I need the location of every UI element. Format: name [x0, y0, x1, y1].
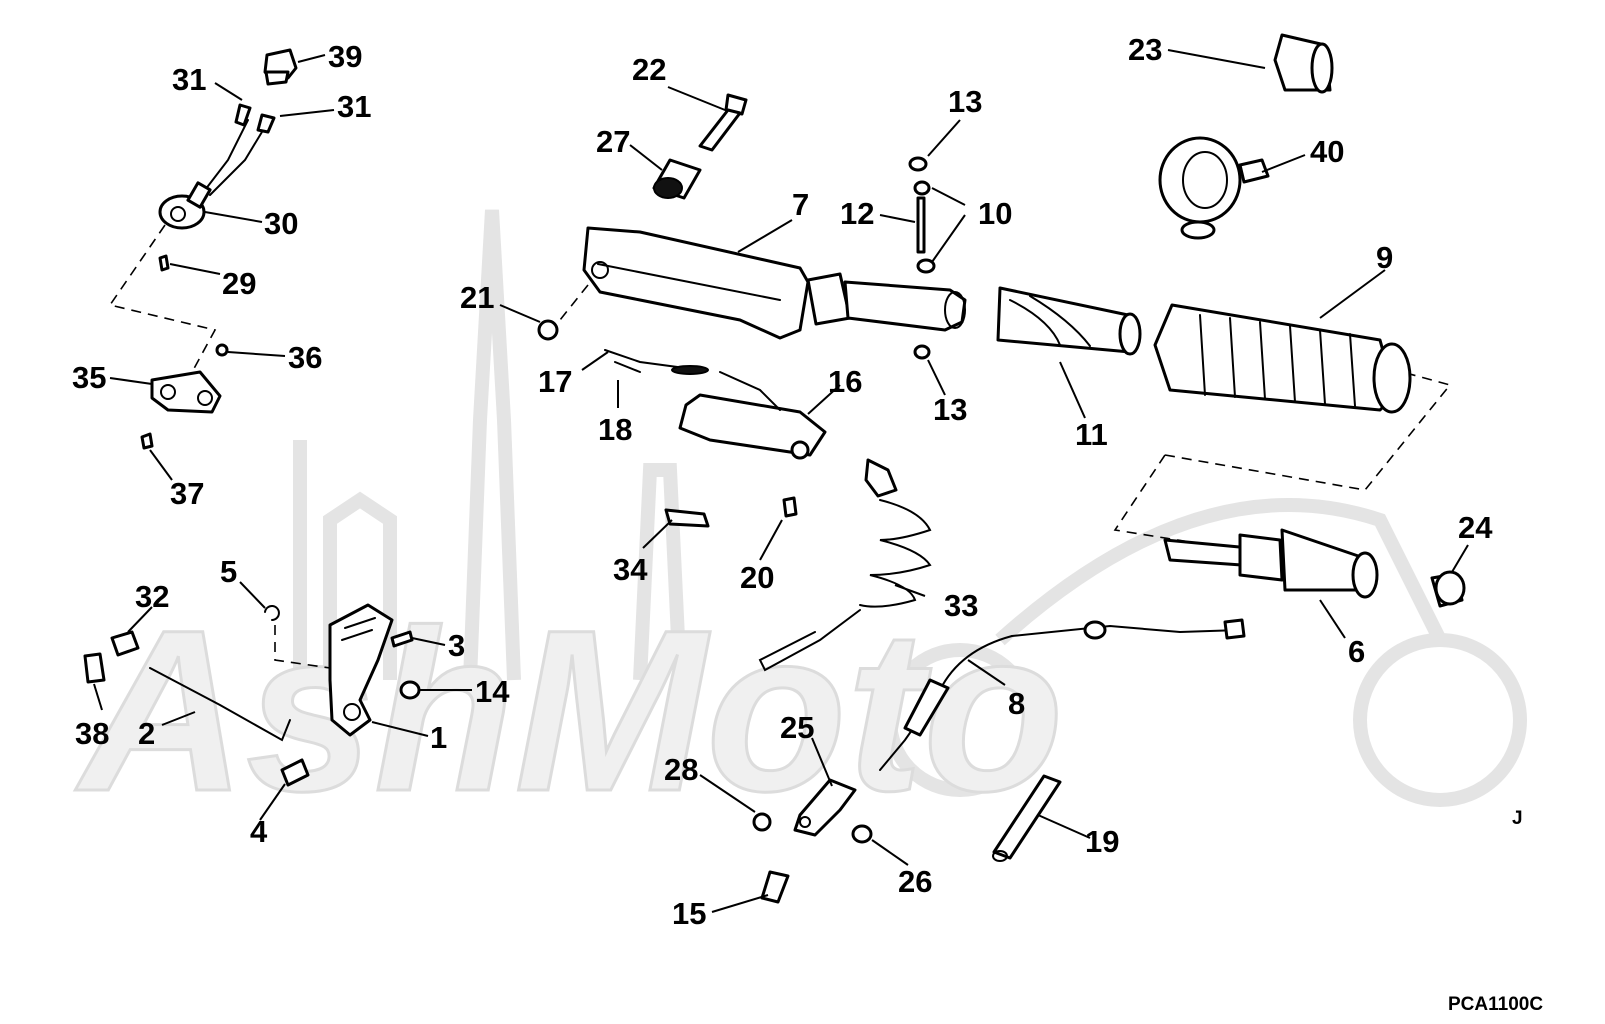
- callout-34: 34: [613, 552, 648, 587]
- callout-13-bottom: 13: [933, 392, 967, 427]
- callout-23: 23: [1128, 32, 1162, 67]
- callout-35: 35: [72, 360, 106, 395]
- part-15-pin: [760, 870, 790, 904]
- part-21-nut: [537, 319, 559, 341]
- callout-29: 29: [222, 266, 256, 301]
- callout-12: 12: [840, 196, 874, 231]
- callout-6: 6: [1348, 634, 1365, 669]
- part-36-nut: [215, 343, 229, 357]
- callout-7: 7: [792, 187, 809, 222]
- callout-21: 21: [460, 280, 494, 315]
- callout-33: 33: [944, 588, 978, 623]
- part-3-pin: [390, 630, 414, 648]
- part-11-throttle-sleeve: [996, 286, 1142, 356]
- part-20-screw: [782, 496, 798, 518]
- part-22-bolt: [698, 93, 748, 152]
- part-34-clip: [664, 508, 710, 528]
- part-12-pin: [916, 196, 926, 254]
- drawing-code: PCA1100C: [1448, 994, 1543, 1015]
- callout-27: 27: [596, 124, 630, 159]
- callout-18: 18: [598, 412, 632, 447]
- callout-11: 11: [1075, 417, 1108, 452]
- part-28-washer: [752, 812, 772, 832]
- callout-9: 9: [1376, 240, 1393, 275]
- part-10-bushing-bottom: [916, 258, 936, 274]
- callout-28: 28: [664, 752, 698, 787]
- part-30-wire-connector: [158, 103, 276, 230]
- part-19-tube: [992, 774, 1062, 862]
- callout-25: 25: [780, 710, 814, 745]
- part-14-washer: [399, 680, 421, 700]
- callout-38: 38: [75, 716, 109, 751]
- callout-20: 20: [740, 560, 774, 595]
- part-27-spacer: [652, 158, 702, 200]
- part-29-screw: [158, 254, 170, 272]
- callout-8: 8: [1008, 686, 1025, 721]
- part-13-cap-bottom: [913, 344, 931, 360]
- callout-22: 22: [632, 52, 666, 87]
- callout-5: 5: [220, 554, 237, 589]
- watermark-text: AshMoto: [75, 582, 1064, 839]
- part-40-throttle-collar: [1158, 136, 1270, 240]
- callout-4: 4: [250, 814, 268, 849]
- callout-15: 15: [672, 896, 706, 931]
- callout-1: 1: [430, 720, 447, 755]
- callout-2: 2: [138, 716, 155, 751]
- part-8-throttle-cable: [879, 618, 1246, 771]
- callout-17: 17: [538, 364, 572, 399]
- part-2-rod: [149, 667, 291, 742]
- callout-16: 16: [828, 364, 862, 399]
- callout-32: 32: [135, 579, 169, 614]
- part-23-friction-knob: [1273, 33, 1334, 94]
- leader-lines: [93, 49, 1469, 913]
- callout-36: 36: [288, 340, 322, 375]
- part-4-fitting: [280, 758, 310, 787]
- callout-19: 19: [1085, 824, 1119, 859]
- callout-40: 40: [1310, 134, 1344, 169]
- callout-10: 10: [978, 196, 1012, 231]
- part-37-screw: [140, 432, 154, 450]
- callout-14: 14: [475, 674, 510, 709]
- callout-24: 24: [1458, 510, 1493, 545]
- callout-26: 26: [898, 864, 932, 899]
- part-33-coiled-lanyard: [758, 458, 932, 672]
- part-10-bushing-top: [913, 180, 931, 196]
- callout-3: 3: [448, 628, 465, 663]
- part-9-grip: [1153, 303, 1412, 414]
- part-5-clip: [264, 605, 280, 621]
- part-35-bracket: [150, 370, 222, 414]
- part-1-lever-housing: [328, 603, 394, 737]
- part-13-cap-top: [908, 156, 928, 172]
- part-6-throttle-shaft: [1163, 528, 1379, 599]
- callout-30: 30: [264, 206, 298, 241]
- watermark: AshMoto: [74, 209, 1527, 841]
- callout-39: 39: [328, 39, 362, 74]
- part-17-wire: [604, 349, 709, 375]
- callout-31-lower: 31: [337, 89, 371, 124]
- part-38-clip: [83, 652, 106, 684]
- part-16-switch-assembly: [678, 371, 827, 460]
- corner-mark: J: [1512, 808, 1523, 829]
- callout-labels: 39 31 31 30 29 36 35 37 22 27 7 21 13 12…: [72, 32, 1493, 931]
- callout-37: 37: [170, 476, 204, 511]
- callout-13-top: 13: [948, 84, 982, 119]
- part-26-fastener: [851, 824, 873, 844]
- callout-31-upper: 31: [172, 62, 206, 97]
- part-7-tiller-handle: [582, 226, 967, 340]
- part-24-end-cap: [1430, 570, 1466, 608]
- part-32-nut: [110, 630, 140, 657]
- part-39-terminal-cap: [263, 48, 298, 86]
